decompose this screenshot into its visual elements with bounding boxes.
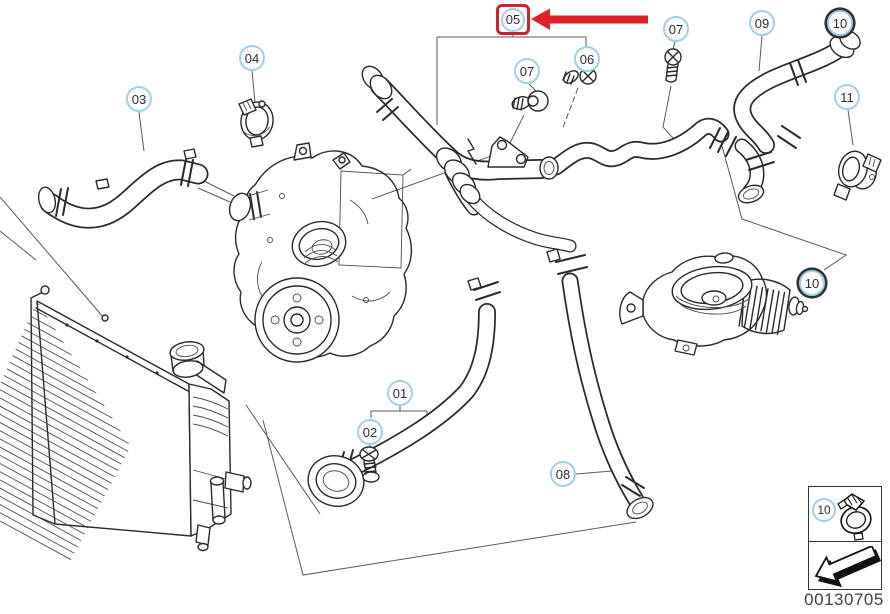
- callout-07-top-right: 07: [663, 16, 689, 42]
- clamp-04: [238, 98, 274, 148]
- callout-08: 08: [550, 461, 576, 487]
- hose-05-assembly: [361, 65, 775, 253]
- clamp-11: [833, 150, 882, 201]
- hose-09: [733, 30, 861, 154]
- callout-07-front: 07: [514, 58, 540, 84]
- callout-11: 11: [834, 84, 860, 110]
- direction-arrow-icon: [814, 546, 882, 588]
- radiator: [0, 285, 252, 582]
- thermostat-housing: [619, 252, 809, 356]
- bolt-07-top-right: [664, 48, 682, 83]
- part-number: 00130705: [804, 590, 884, 609]
- callout-04: 04: [239, 45, 265, 71]
- highlight-arrow-icon: [531, 8, 648, 30]
- callout-02: 02: [357, 419, 383, 445]
- highlight-box-05: 05: [496, 4, 530, 35]
- legend-divider: [809, 541, 881, 542]
- hose-01-assembly: [307, 277, 501, 507]
- hose-clamp-icon: [837, 493, 872, 541]
- bolt-07-front: [511, 90, 549, 112]
- callout-09: 09: [749, 10, 775, 36]
- callout-03: 03: [126, 86, 152, 112]
- hose-03: [37, 148, 209, 229]
- water-pump: [228, 142, 413, 363]
- legend-clamp-ref: 10: [812, 498, 836, 522]
- callout-05: 05: [501, 7, 525, 32]
- callout-10-top: 10: [827, 10, 853, 36]
- callout-10-middle: 10: [799, 270, 825, 296]
- hose-08: [546, 248, 654, 520]
- callout-01: 01: [387, 380, 413, 406]
- callout-06: 06: [574, 46, 600, 72]
